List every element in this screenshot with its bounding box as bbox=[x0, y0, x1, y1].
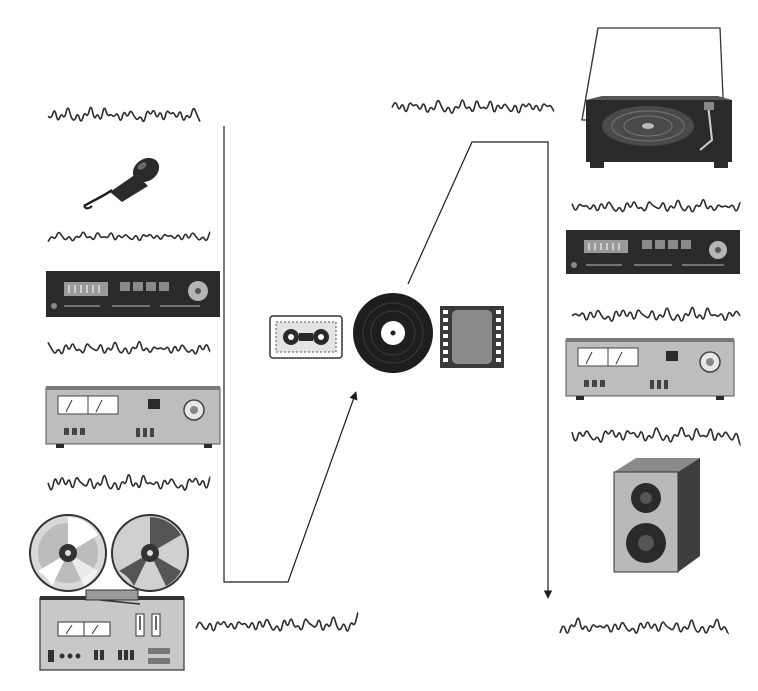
film-sprocket-hole bbox=[496, 342, 501, 346]
audio-waveform bbox=[571, 306, 741, 322]
audio-waveform bbox=[47, 474, 211, 491]
audio-waveform bbox=[47, 340, 211, 355]
audio-waveform bbox=[47, 106, 201, 123]
film-sprocket-hole bbox=[443, 310, 448, 314]
film-sprocket-hole bbox=[443, 326, 448, 330]
film-sprocket-hole bbox=[443, 350, 448, 354]
film-sprocket-hole bbox=[443, 358, 448, 362]
film-sprocket-hole bbox=[496, 310, 501, 314]
reel-to-reel-tape-recorder-icon bbox=[29, 514, 189, 671]
film-sprocket-hole bbox=[496, 318, 501, 322]
right-reel-icon bbox=[111, 514, 189, 592]
film-sprocket-hole bbox=[443, 318, 448, 322]
amplifier-icon bbox=[45, 386, 221, 448]
film-sprocket-hole bbox=[496, 350, 501, 354]
audio-waveform bbox=[47, 230, 211, 243]
amplifier-icon bbox=[565, 338, 735, 400]
audio-waveform bbox=[571, 426, 741, 446]
film-sprocket-hole bbox=[496, 326, 501, 330]
film-sprocket-hole bbox=[443, 342, 448, 346]
audio-waveform bbox=[571, 198, 741, 213]
audio-waveform bbox=[391, 99, 555, 114]
audio-waveform bbox=[195, 611, 359, 632]
playback-path-line bbox=[407, 141, 553, 599]
tuner-receiver-icon bbox=[46, 271, 220, 317]
tuner-receiver-icon bbox=[566, 230, 740, 274]
film-sprocket-hole bbox=[496, 334, 501, 338]
left-reel-icon bbox=[29, 514, 107, 592]
waveform-group bbox=[47, 99, 741, 635]
record-path-line bbox=[223, 126, 358, 583]
loudspeaker-icon bbox=[613, 458, 700, 573]
cassette-tape-icon bbox=[269, 315, 343, 359]
signal-flow-lines bbox=[223, 126, 553, 599]
film-strip-icon bbox=[440, 306, 504, 368]
audio-waveform bbox=[559, 617, 729, 635]
turntable-icon bbox=[581, 27, 732, 168]
film-sprocket-hole bbox=[496, 358, 501, 362]
film-sprocket-hole bbox=[443, 334, 448, 338]
microphone-icon bbox=[83, 157, 160, 210]
vinyl-record-icon bbox=[353, 293, 433, 373]
